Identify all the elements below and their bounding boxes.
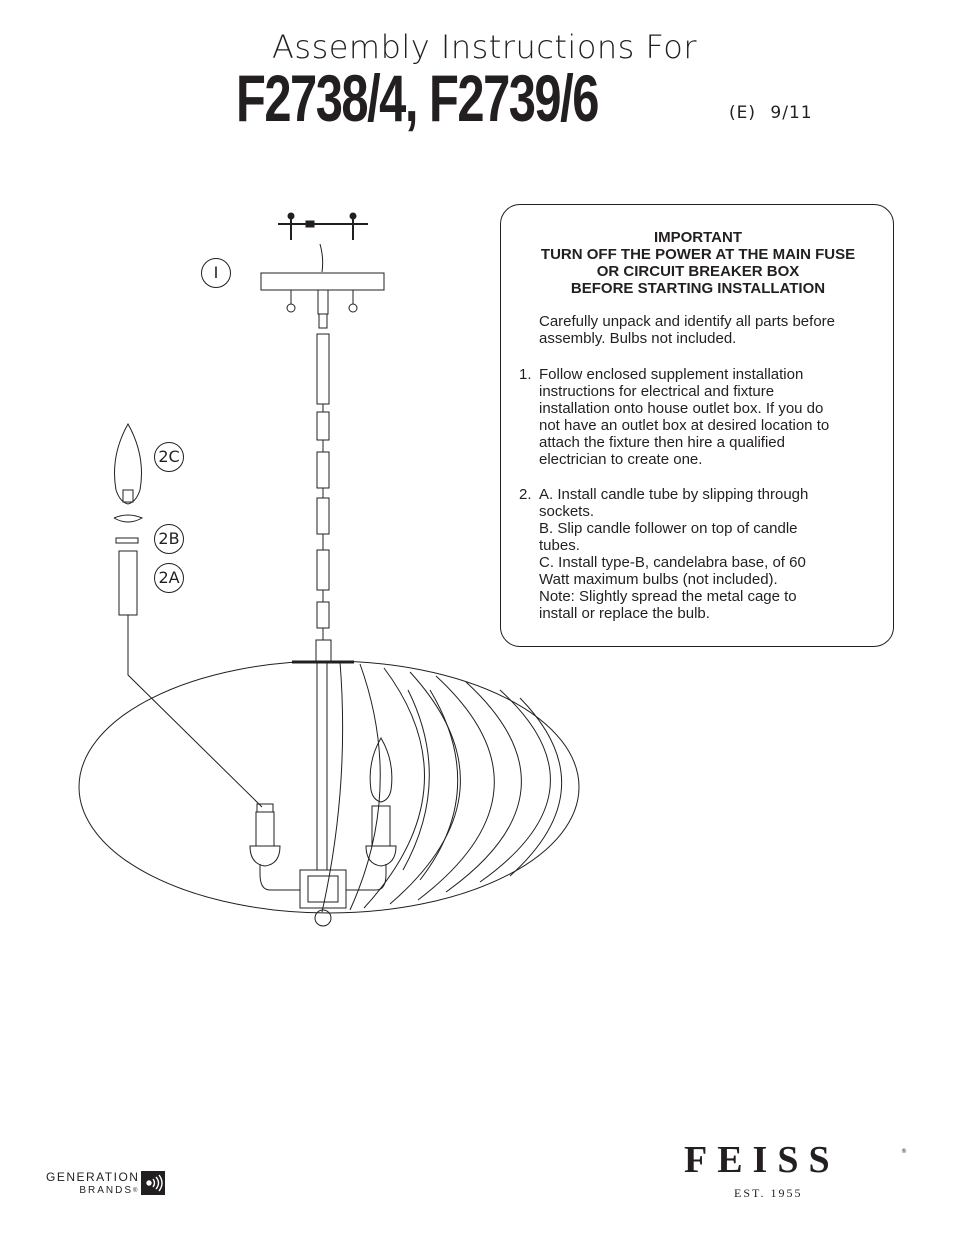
generation-brands-logo: GENERATION BRANDS® xyxy=(46,1171,139,1197)
brands-text: BRANDS xyxy=(79,1185,134,1196)
candle-follower-2b xyxy=(115,537,139,544)
text-line: C. Install type-B, candelabra base, of 6… xyxy=(539,554,806,571)
cage-ribs xyxy=(321,661,562,913)
feiss-logo: FEISS xyxy=(684,1139,840,1181)
text-line: B. Slip candle follower on top of candle xyxy=(539,520,798,537)
generation-brands-icon xyxy=(141,1171,165,1195)
callout-2c: 2C xyxy=(154,442,184,472)
text-line: sockets. xyxy=(539,503,595,520)
text-line: Watt maximum bulbs (not included). xyxy=(539,571,778,588)
callout-2a: 2A xyxy=(154,563,184,593)
text-line: assembly. Bulbs not included. xyxy=(539,330,737,347)
text-line: Follow enclosed supplement installation xyxy=(539,366,804,383)
step-1-text: Follow enclosed supplement installation … xyxy=(539,366,884,468)
generation-text: GENERATION xyxy=(46,1170,140,1184)
text-line: electrician to create one. xyxy=(539,451,703,468)
step-2-number: 2. xyxy=(519,486,532,503)
important-heading: IMPORTANT TURN OFF THE POWER AT THE MAIN… xyxy=(501,229,895,297)
intro-text: Carefully unpack and identify all parts … xyxy=(539,313,884,347)
callout-2b: 2B xyxy=(154,524,184,554)
fixture-body xyxy=(299,869,347,909)
mounting-hardware xyxy=(278,212,368,273)
revision-date: (E) 9/11 xyxy=(729,103,813,123)
instructions-box: IMPORTANT TURN OFF THE POWER AT THE MAIN… xyxy=(500,204,894,647)
bulb-rotate-arrow xyxy=(113,514,144,523)
text-line: tubes. xyxy=(539,537,580,554)
text-line: Carefully unpack and identify all parts … xyxy=(539,313,836,330)
heading-line: BEFORE STARTING INSTALLATION xyxy=(570,280,826,297)
model-numbers: F2738/4, F2739/6 xyxy=(236,61,599,135)
heading-line: TURN OFF THE POWER AT THE MAIN FUSE xyxy=(540,246,856,263)
stem xyxy=(316,289,330,640)
bulb-2c xyxy=(114,422,142,505)
text-line: not have an outlet box at desired locati… xyxy=(539,417,830,434)
callout-canopy: I xyxy=(201,258,231,288)
feiss-registered-mark: ® xyxy=(901,1148,907,1155)
brands-registered-mark: ® xyxy=(133,1188,140,1194)
text-line: installation onto house outlet box. If y… xyxy=(539,400,824,417)
document-subtitle: Assembly Instructions For xyxy=(272,28,698,66)
step-2-text: A. Install candle tube by slipping throu… xyxy=(539,486,884,622)
text-line: instructions for electrical and fixture xyxy=(539,383,775,400)
text-line: A. Install candle tube by slipping throu… xyxy=(539,486,809,503)
feiss-established: EST. 1955 xyxy=(734,1186,803,1200)
canopy xyxy=(260,272,385,291)
text-line: Note: Slightly spread the metal cage to xyxy=(539,588,797,605)
text-line: attach the fixture then hire a qualified xyxy=(539,434,785,451)
candle-tube-2a xyxy=(118,550,138,616)
heading-line: IMPORTANT xyxy=(653,229,743,246)
heading-line: OR CIRCUIT BREAKER BOX xyxy=(596,263,800,280)
step-1-number: 1. xyxy=(519,366,532,383)
text-line: install or replace the bulb. xyxy=(539,605,710,622)
